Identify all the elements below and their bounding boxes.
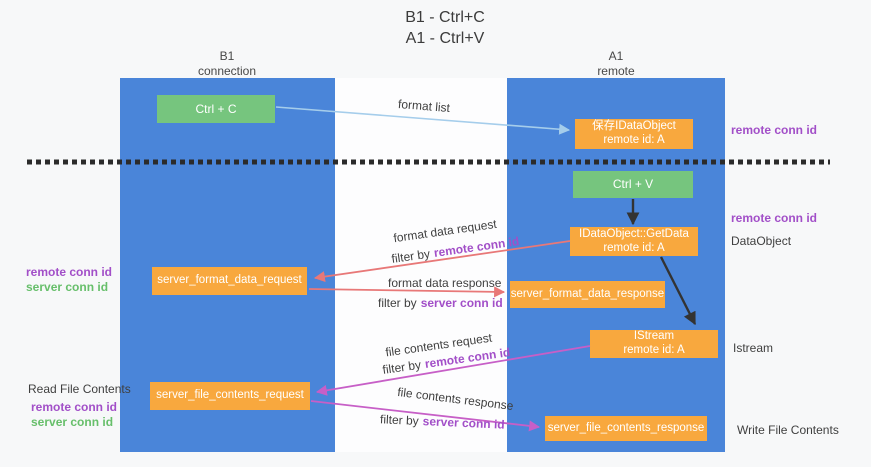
istream-line1: IStream (633, 330, 675, 343)
istream-line2: remote id: A (623, 344, 685, 356)
left-top-server-conn-id-label: server conn id (26, 280, 109, 294)
ctrl-v-label: Ctrl + V (612, 177, 654, 192)
lifeline-header-a1: A1 remote (549, 49, 683, 79)
right-mid-remote-conn-id-label: remote conn id (731, 211, 818, 225)
dataobject-label: DataObject (731, 234, 792, 248)
server-format-data-response-label: server_format_data_response (510, 287, 665, 300)
lifeline-a1-name: A1 (608, 49, 624, 63)
filter-by-server-conn-id-label-1: filter by server conn id (378, 296, 503, 310)
left-bottom-server-conn-id-label: server conn id (31, 415, 114, 429)
lifeline-header-b1: B1 connection (160, 49, 294, 79)
format-data-response-label: format data response (388, 276, 501, 290)
filter-by-text: filter by (379, 412, 420, 428)
getdata-line2: remote id: A (603, 241, 665, 254)
server-file-contents-request-box: server_file_contents_request (150, 382, 310, 410)
write-file-contents-label: Write File Contents (737, 423, 839, 437)
diagram-title: B1 - Ctrl+C A1 - Ctrl+V (335, 7, 555, 49)
getdata-line1: IDataObject::GetData (579, 227, 689, 240)
save-idataobject-line1: 保存IDataObject (592, 120, 676, 133)
left-bottom-remote-conn-id-label: remote conn id (31, 400, 118, 414)
lifeline-b1-role: connection (197, 64, 257, 78)
title-line-2: A1 - Ctrl+V (405, 30, 485, 48)
right-top-remote-conn-id-label: remote conn id (731, 123, 818, 137)
save-idataobject-line2: remote id: A (603, 134, 665, 146)
save-idataobject-box: 保存IDataObject remote id: A (575, 119, 693, 149)
server-format-data-request-box: server_format_data_request (152, 267, 307, 295)
lifeline-b1-name: B1 (219, 49, 235, 63)
server-format-data-request-label: server_format_data_request (157, 274, 302, 287)
format-data-response-text: format data response (388, 276, 502, 290)
ctrl-c-box: Ctrl + C (157, 95, 275, 123)
server-file-contents-response-box: server_file_contents_response (545, 416, 707, 441)
istream-box: IStream remote id: A (590, 330, 718, 358)
title-line-1: B1 - Ctrl+C (405, 9, 485, 26)
server-file-contents-request-label: server_file_contents_request (156, 389, 304, 402)
server-file-contents-response-label: server_file_contents_response (547, 421, 705, 434)
ctrl-c-label: Ctrl + C (195, 101, 237, 116)
idataobject-getdata-box: IDataObject::GetData remote id: A (570, 227, 698, 256)
ctrl-v-box: Ctrl + V (573, 171, 693, 198)
left-top-remote-conn-id-label: remote conn id (26, 265, 113, 279)
read-file-contents-label: Read File Contents (28, 382, 131, 396)
server-format-data-response-box: server_format_data_response (510, 281, 665, 308)
filter-by-text: filter by (378, 296, 417, 310)
istream-side-label: Istream (733, 341, 774, 355)
lifeline-a1-role: remote (597, 64, 635, 78)
server-conn-id-text: server conn id (420, 296, 503, 310)
